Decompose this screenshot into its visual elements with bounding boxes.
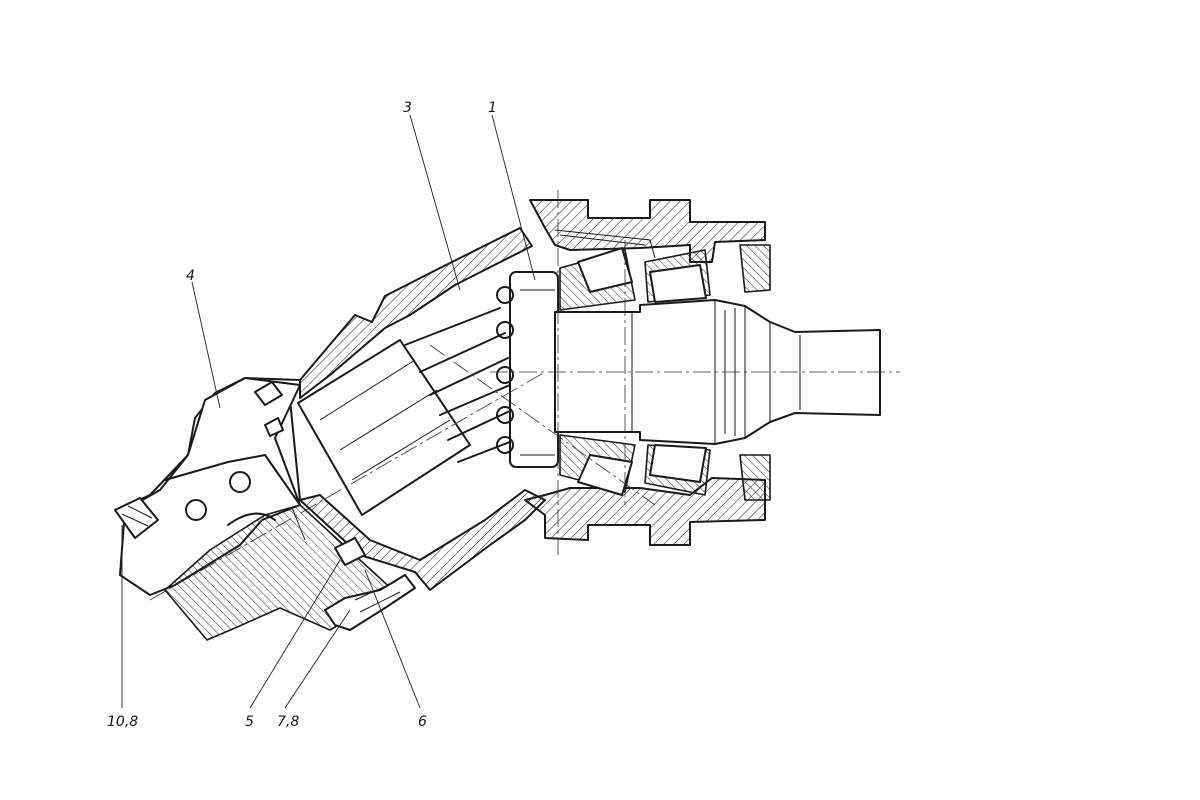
port-hole-right-icon xyxy=(229,471,251,493)
leader-part-5 xyxy=(249,559,341,709)
leader-part-3 xyxy=(409,114,461,291)
callout-labels: 1 3 4 5 7,8 6 10,8 xyxy=(107,100,497,730)
bearing-housing xyxy=(524,199,771,546)
callout-part-10-8: 10,8 xyxy=(107,714,138,730)
leader-part-6 xyxy=(364,569,421,709)
cylinder-block xyxy=(297,307,516,516)
leader-part-4 xyxy=(191,281,221,409)
callout-part-7-8: 7,8 xyxy=(277,714,299,730)
drive-flange xyxy=(496,271,559,468)
callout-part-3: 3 xyxy=(403,100,412,116)
centre-lines xyxy=(149,190,900,601)
callout-part-4: 4 xyxy=(186,268,195,284)
port-hole-left-icon xyxy=(185,499,207,521)
leader-part-1 xyxy=(491,114,536,281)
leader-part-7-8 xyxy=(284,609,351,709)
callout-part-1: 1 xyxy=(488,100,497,116)
piston-retainer-components xyxy=(254,381,416,631)
callout-part-5: 5 xyxy=(245,714,254,730)
leader-lines xyxy=(121,114,536,709)
callout-part-6: 6 xyxy=(418,714,427,730)
